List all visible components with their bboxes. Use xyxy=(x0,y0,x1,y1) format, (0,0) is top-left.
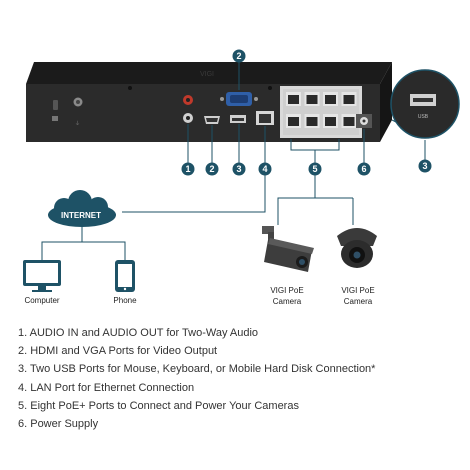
callout-badge-1: 1 xyxy=(181,162,195,176)
poe-port-socket xyxy=(343,95,355,104)
port-diagram: VIGI ⏚ xyxy=(23,49,460,292)
camera-1-label-line1: VIGI PoE xyxy=(270,286,304,295)
usb-zoom-circle: USB xyxy=(390,69,460,139)
svg-text:3: 3 xyxy=(236,164,241,174)
internet-cloud: INTERNET xyxy=(48,190,116,227)
callout-badge-2: 2 xyxy=(205,162,219,176)
callout-badge-3: 3 xyxy=(232,162,246,176)
bullet-camera-icon xyxy=(262,226,314,272)
svg-text:5: 5 xyxy=(312,164,317,174)
poe-port-socket xyxy=(288,95,299,104)
callout-badge-4: 4 xyxy=(258,162,272,176)
port-legend: 1. AUDIO IN and AUDIO OUT for Two-Way Au… xyxy=(18,324,463,433)
usb-zoom-label: USB xyxy=(418,114,429,120)
svg-text:3: 3 xyxy=(422,161,427,171)
svg-text:2: 2 xyxy=(209,164,214,174)
legend-item: 1. AUDIO IN and AUDIO OUT for Two-Way Au… xyxy=(18,327,259,339)
legend-item: 2. HDMI and VGA Ports for Video Output xyxy=(18,345,218,358)
usb-port xyxy=(230,115,246,123)
camera-2-label-line1: VIGI PoE xyxy=(341,286,375,295)
poe-port-socket xyxy=(306,117,318,126)
computer-icon xyxy=(23,260,61,292)
callout-badge-6: 6 xyxy=(357,162,371,176)
camera-1-label: VIGI PoE Camera xyxy=(262,285,312,307)
svg-text:⏚: ⏚ xyxy=(75,120,80,127)
callout-badges: 1 2 3 4 5 6 2 3 xyxy=(181,49,432,176)
kensington-slot xyxy=(53,100,58,110)
dome-camera-icon xyxy=(337,228,377,268)
svg-text:6: 6 xyxy=(361,164,366,174)
svg-text:2: 2 xyxy=(236,51,241,61)
poe-port-socket xyxy=(325,117,336,126)
brand-text: VIGI xyxy=(200,71,214,78)
poe-port-socket xyxy=(306,95,318,104)
svg-text:4: 4 xyxy=(262,164,267,174)
poe-port-socket xyxy=(288,117,299,126)
nvr-device: VIGI ⏚ xyxy=(26,62,392,142)
computer-label: Computer xyxy=(24,296,60,305)
legend-item: 6. Power Supply xyxy=(18,418,99,431)
poe-port-socket xyxy=(325,95,336,104)
poe-port-socket xyxy=(343,117,355,126)
phone-icon xyxy=(115,260,135,292)
legend-item: 4. LAN Port for Ethernet Connection xyxy=(18,381,195,394)
legend-item: 5. Eight PoE+ Ports to Connect and Power… xyxy=(18,399,299,412)
lan-port xyxy=(256,111,274,125)
hdmi-port xyxy=(204,116,220,124)
internet-leaders xyxy=(41,227,126,260)
vga-port xyxy=(220,92,258,106)
power-supply xyxy=(356,114,372,128)
callout-badge-5: 5 xyxy=(308,162,322,176)
phone-label: Phone xyxy=(113,296,137,305)
svg-text:1: 1 xyxy=(185,164,190,174)
callout-badge-top-2: 2 xyxy=(232,49,246,63)
callout-badge-zoom-3: 3 xyxy=(418,159,432,173)
callout-leaders xyxy=(122,62,426,225)
camera-2-label: VIGI PoE Camera xyxy=(333,285,383,307)
camera-2-label-line2: Camera xyxy=(343,297,373,306)
internet-label: INTERNET xyxy=(61,211,101,220)
legend-item: 3. Two USB Ports for Mouse, Keyboard, or… xyxy=(18,363,376,376)
camera-1-label-line2: Camera xyxy=(272,297,302,306)
audio-ports xyxy=(183,95,193,123)
